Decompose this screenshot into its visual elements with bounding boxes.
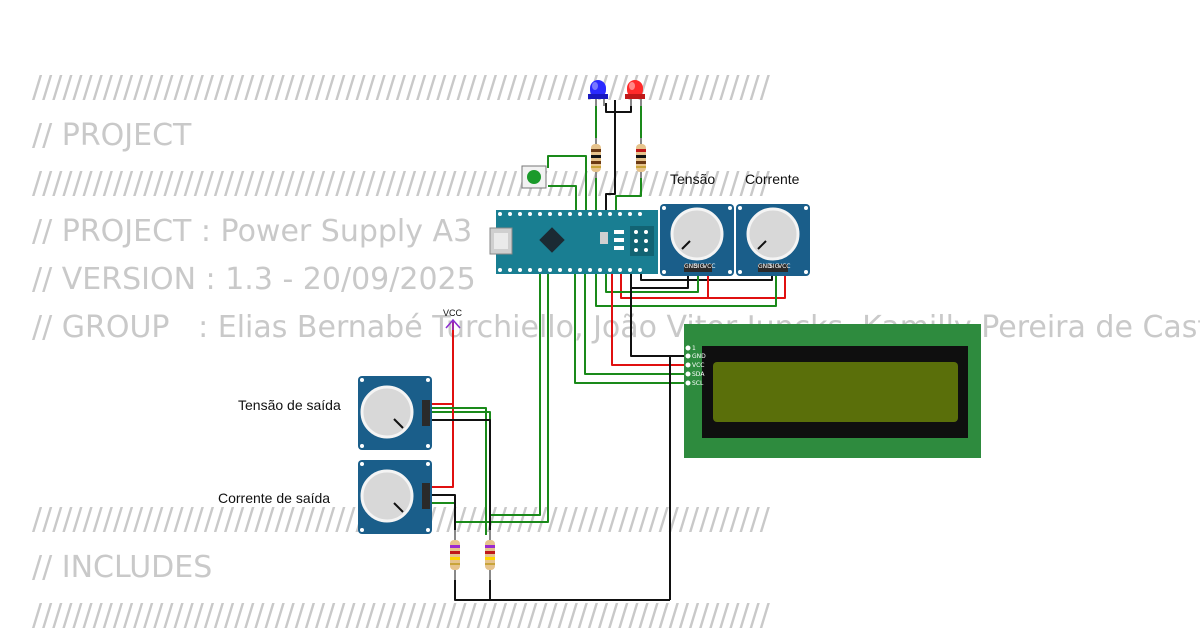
vcc-symbol: VCC: [443, 308, 463, 330]
svg-text:SIG: SIG: [769, 263, 780, 270]
wires: [432, 100, 786, 601]
code-line-separator: ////////////////////////////////////////…: [32, 598, 770, 630]
potentiometer-knob-icon: [746, 207, 800, 261]
wire-button-to-nano-b[interactable]: [548, 185, 577, 212]
resistor-led-blue[interactable]: [591, 138, 601, 178]
nano-pin-header-bottom: [498, 268, 642, 272]
potentiometer-corrente[interactable]: GND SIG VCC: [736, 204, 810, 276]
led-blue[interactable]: [588, 80, 608, 106]
wire-vcc-to-pot-tensao-saida[interactable]: [432, 322, 454, 405]
wire-nano-to-pot-corrente-sig[interactable]: [595, 270, 777, 307]
pot-corrente-label: Corrente: [745, 171, 800, 187]
svg-text:SCL: SCL: [692, 380, 704, 387]
svg-text:VCC: VCC: [703, 263, 715, 270]
wire-button-to-nano-a[interactable]: [547, 155, 587, 212]
svg-text:GND: GND: [692, 353, 706, 360]
wire-led-blue-cathode[interactable]: [605, 100, 616, 113]
wire-resistor-1-gnd[interactable]: [454, 575, 670, 601]
svg-text:GND: GND: [684, 263, 698, 270]
wire-led-red-cathode[interactable]: [615, 100, 632, 113]
wire-nano-to-pot-tensao-sig[interactable]: [605, 270, 699, 293]
potentiometer-corrente-saida[interactable]: [358, 460, 432, 534]
wire-nano-to-lcd-scl[interactable]: [574, 272, 688, 384]
svg-text:VCC: VCC: [443, 308, 463, 318]
code-line-separator: ////////////////////////////////////////…: [32, 70, 770, 105]
wire-nano-to-pot-tensao-vcc[interactable]: [620, 270, 709, 299]
code-line-group: // GROUP : Elias Bernabé Turchiello, Joã…: [32, 310, 1200, 345]
svg-text:1: 1: [692, 345, 696, 352]
wire-nano-to-pot-corrente-vcc[interactable]: [708, 270, 786, 299]
pot-tensao-saida-label: Tensão de saída: [238, 397, 341, 413]
wire-gnd-leds[interactable]: [605, 112, 616, 212]
resistor-led-red[interactable]: [636, 138, 646, 178]
wire-gnd-bus-to-lcd[interactable]: [669, 355, 688, 600]
svg-text:SIG: SIG: [694, 263, 705, 270]
pot-tensao-label: Tensão: [670, 171, 715, 187]
led-red[interactable]: [625, 80, 645, 106]
wire-pot-tensao-saida-to-resistor[interactable]: [432, 407, 487, 535]
code-line-includes-header: // INCLUDES: [32, 550, 213, 585]
wire-nano-to-lcd-sda[interactable]: [584, 272, 688, 375]
lcd-screen: [713, 362, 958, 422]
pot-corrente-saida-label: Corrente de saída: [218, 490, 330, 506]
svg-text:SDA: SDA: [692, 371, 705, 378]
resistor-output-2[interactable]: [485, 530, 495, 580]
svg-text:GND: GND: [758, 263, 772, 270]
code-line-separator: ////////////////////////////////////////…: [32, 166, 770, 201]
code-line-project-name: // PROJECT : Power Supply A3: [32, 214, 473, 249]
wire-nano-to-lcd-vcc[interactable]: [611, 272, 688, 366]
potentiometer-knob-icon: [360, 469, 414, 523]
potentiometer-tensao-saida[interactable]: [358, 376, 432, 450]
code-line-version: // VERSION : 1.3 - 20/09/2025: [32, 262, 476, 297]
wire-pot-corrente-saida-gnd[interactable]: [432, 494, 456, 535]
nano-pin-header-top: [498, 212, 642, 216]
potentiometer-tensao[interactable]: GND SIG VCC: [660, 204, 734, 276]
wire-res-red-to-nano[interactable]: [615, 176, 642, 212]
svg-text:VCC: VCC: [692, 362, 704, 369]
code-line-project-header: // PROJECT: [32, 118, 192, 153]
lcd-display[interactable]: 1 GND VCC SDA SCL: [684, 324, 981, 458]
arduino-nano[interactable]: [489, 210, 658, 274]
potentiometer-knob-icon: [670, 207, 724, 261]
potentiometer-knob-icon: [360, 385, 414, 439]
push-button[interactable]: [521, 165, 547, 189]
microcontroller-chip: [539, 227, 565, 253]
svg-text:VCC: VCC: [778, 263, 790, 270]
resistor-output-1[interactable]: [450, 530, 460, 580]
wire-pot-tensao-saida-gnd[interactable]: [432, 419, 491, 535]
lcd-pin-header: 1 GND VCC SDA SCL: [685, 345, 706, 387]
wire-vcc-to-pot-corrente-saida[interactable]: [432, 404, 454, 488]
